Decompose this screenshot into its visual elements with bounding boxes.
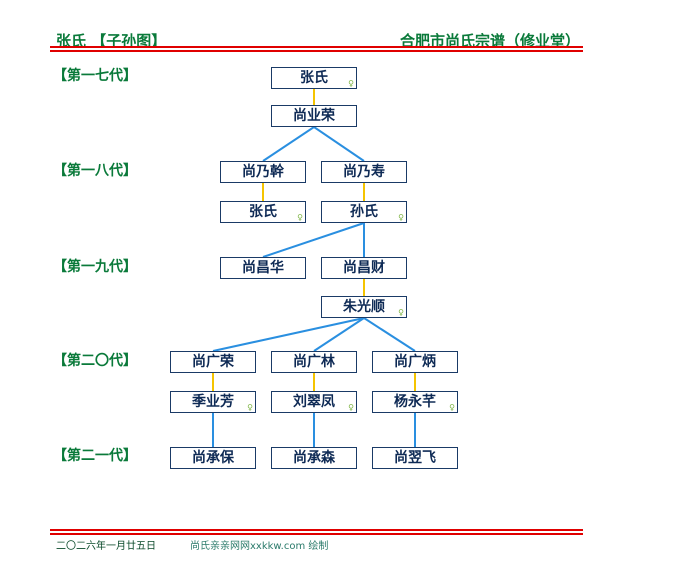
person-name: 尚广荣 xyxy=(192,354,234,370)
footer-date: 二〇二六年一月廿五日 xyxy=(56,541,156,552)
person-name: 尚乃幹 xyxy=(242,164,284,180)
female-icon: ♀ xyxy=(449,403,455,412)
person-box[interactable]: 刘翠凤 ♀ xyxy=(271,391,357,413)
person-box[interactable]: 张氏 ♀ xyxy=(271,67,357,89)
person-name: 季业芳 xyxy=(192,394,234,410)
person-box[interactable]: 尚广林 xyxy=(271,351,357,373)
gen-label: 【第一七代】 xyxy=(53,68,137,84)
person-box[interactable]: 尚广荣 xyxy=(170,351,256,373)
person-box[interactable]: 尚昌财 xyxy=(321,257,407,279)
female-icon: ♀ xyxy=(398,213,404,222)
person-box[interactable]: 朱光顺 ♀ xyxy=(321,296,407,318)
person-name: 尚乃寿 xyxy=(343,164,385,180)
person-box[interactable]: 尚承保 xyxy=(170,447,256,469)
footer-rule xyxy=(50,529,583,531)
person-name: 尚广炳 xyxy=(394,354,436,370)
page-title: 张氏 【子孙图】 xyxy=(56,32,167,50)
gen-label: 【第一八代】 xyxy=(53,163,137,179)
person-name: 尚昌财 xyxy=(343,260,385,276)
person-box[interactable]: 尚翌飞 xyxy=(372,447,458,469)
person-box[interactable]: 杨永芊 ♀ xyxy=(372,391,458,413)
person-name: 孙氏 xyxy=(350,204,378,220)
person-name: 尚承森 xyxy=(293,450,335,466)
female-icon: ♀ xyxy=(398,308,404,317)
person-box[interactable]: 尚承森 xyxy=(271,447,357,469)
person-box[interactable]: 张氏 ♀ xyxy=(220,201,306,223)
person-name: 尚业荣 xyxy=(293,108,335,124)
person-box[interactable]: 尚昌华 xyxy=(220,257,306,279)
person-box[interactable]: 孙氏 ♀ xyxy=(321,201,407,223)
female-icon: ♀ xyxy=(348,79,354,88)
person-box[interactable]: 尚乃寿 xyxy=(321,161,407,183)
person-name: 杨永芊 xyxy=(394,394,436,410)
person-name: 张氏 xyxy=(249,204,277,220)
person-name: 尚昌华 xyxy=(242,260,284,276)
gen-label: 【第一九代】 xyxy=(53,259,137,275)
person-name: 刘翠凤 xyxy=(293,394,335,410)
female-icon: ♀ xyxy=(297,213,303,222)
female-icon: ♀ xyxy=(348,403,354,412)
person-name: 张氏 xyxy=(300,70,328,86)
genealogy-title: 合肥市尚氏宗谱（修业堂） xyxy=(399,32,580,50)
female-icon: ♀ xyxy=(247,403,253,412)
footer-rule xyxy=(50,533,583,535)
footer-credit[interactable]: 尚氏亲亲网网xxkkw.com 绘制 xyxy=(190,541,329,552)
person-box[interactable]: 尚乃幹 xyxy=(220,161,306,183)
person-name: 尚广林 xyxy=(293,354,335,370)
gen-label: 【第二〇代】 xyxy=(53,353,137,369)
person-name: 朱光顺 xyxy=(343,299,385,315)
person-name: 尚承保 xyxy=(192,450,234,466)
person-box[interactable]: 尚业荣 xyxy=(271,105,357,127)
person-box[interactable]: 尚广炳 xyxy=(372,351,458,373)
gen-label: 【第二一代】 xyxy=(53,448,137,464)
header-rule xyxy=(50,50,583,52)
header-rule xyxy=(50,46,583,48)
person-box[interactable]: 季业芳 ♀ xyxy=(170,391,256,413)
person-name: 尚翌飞 xyxy=(394,450,436,466)
